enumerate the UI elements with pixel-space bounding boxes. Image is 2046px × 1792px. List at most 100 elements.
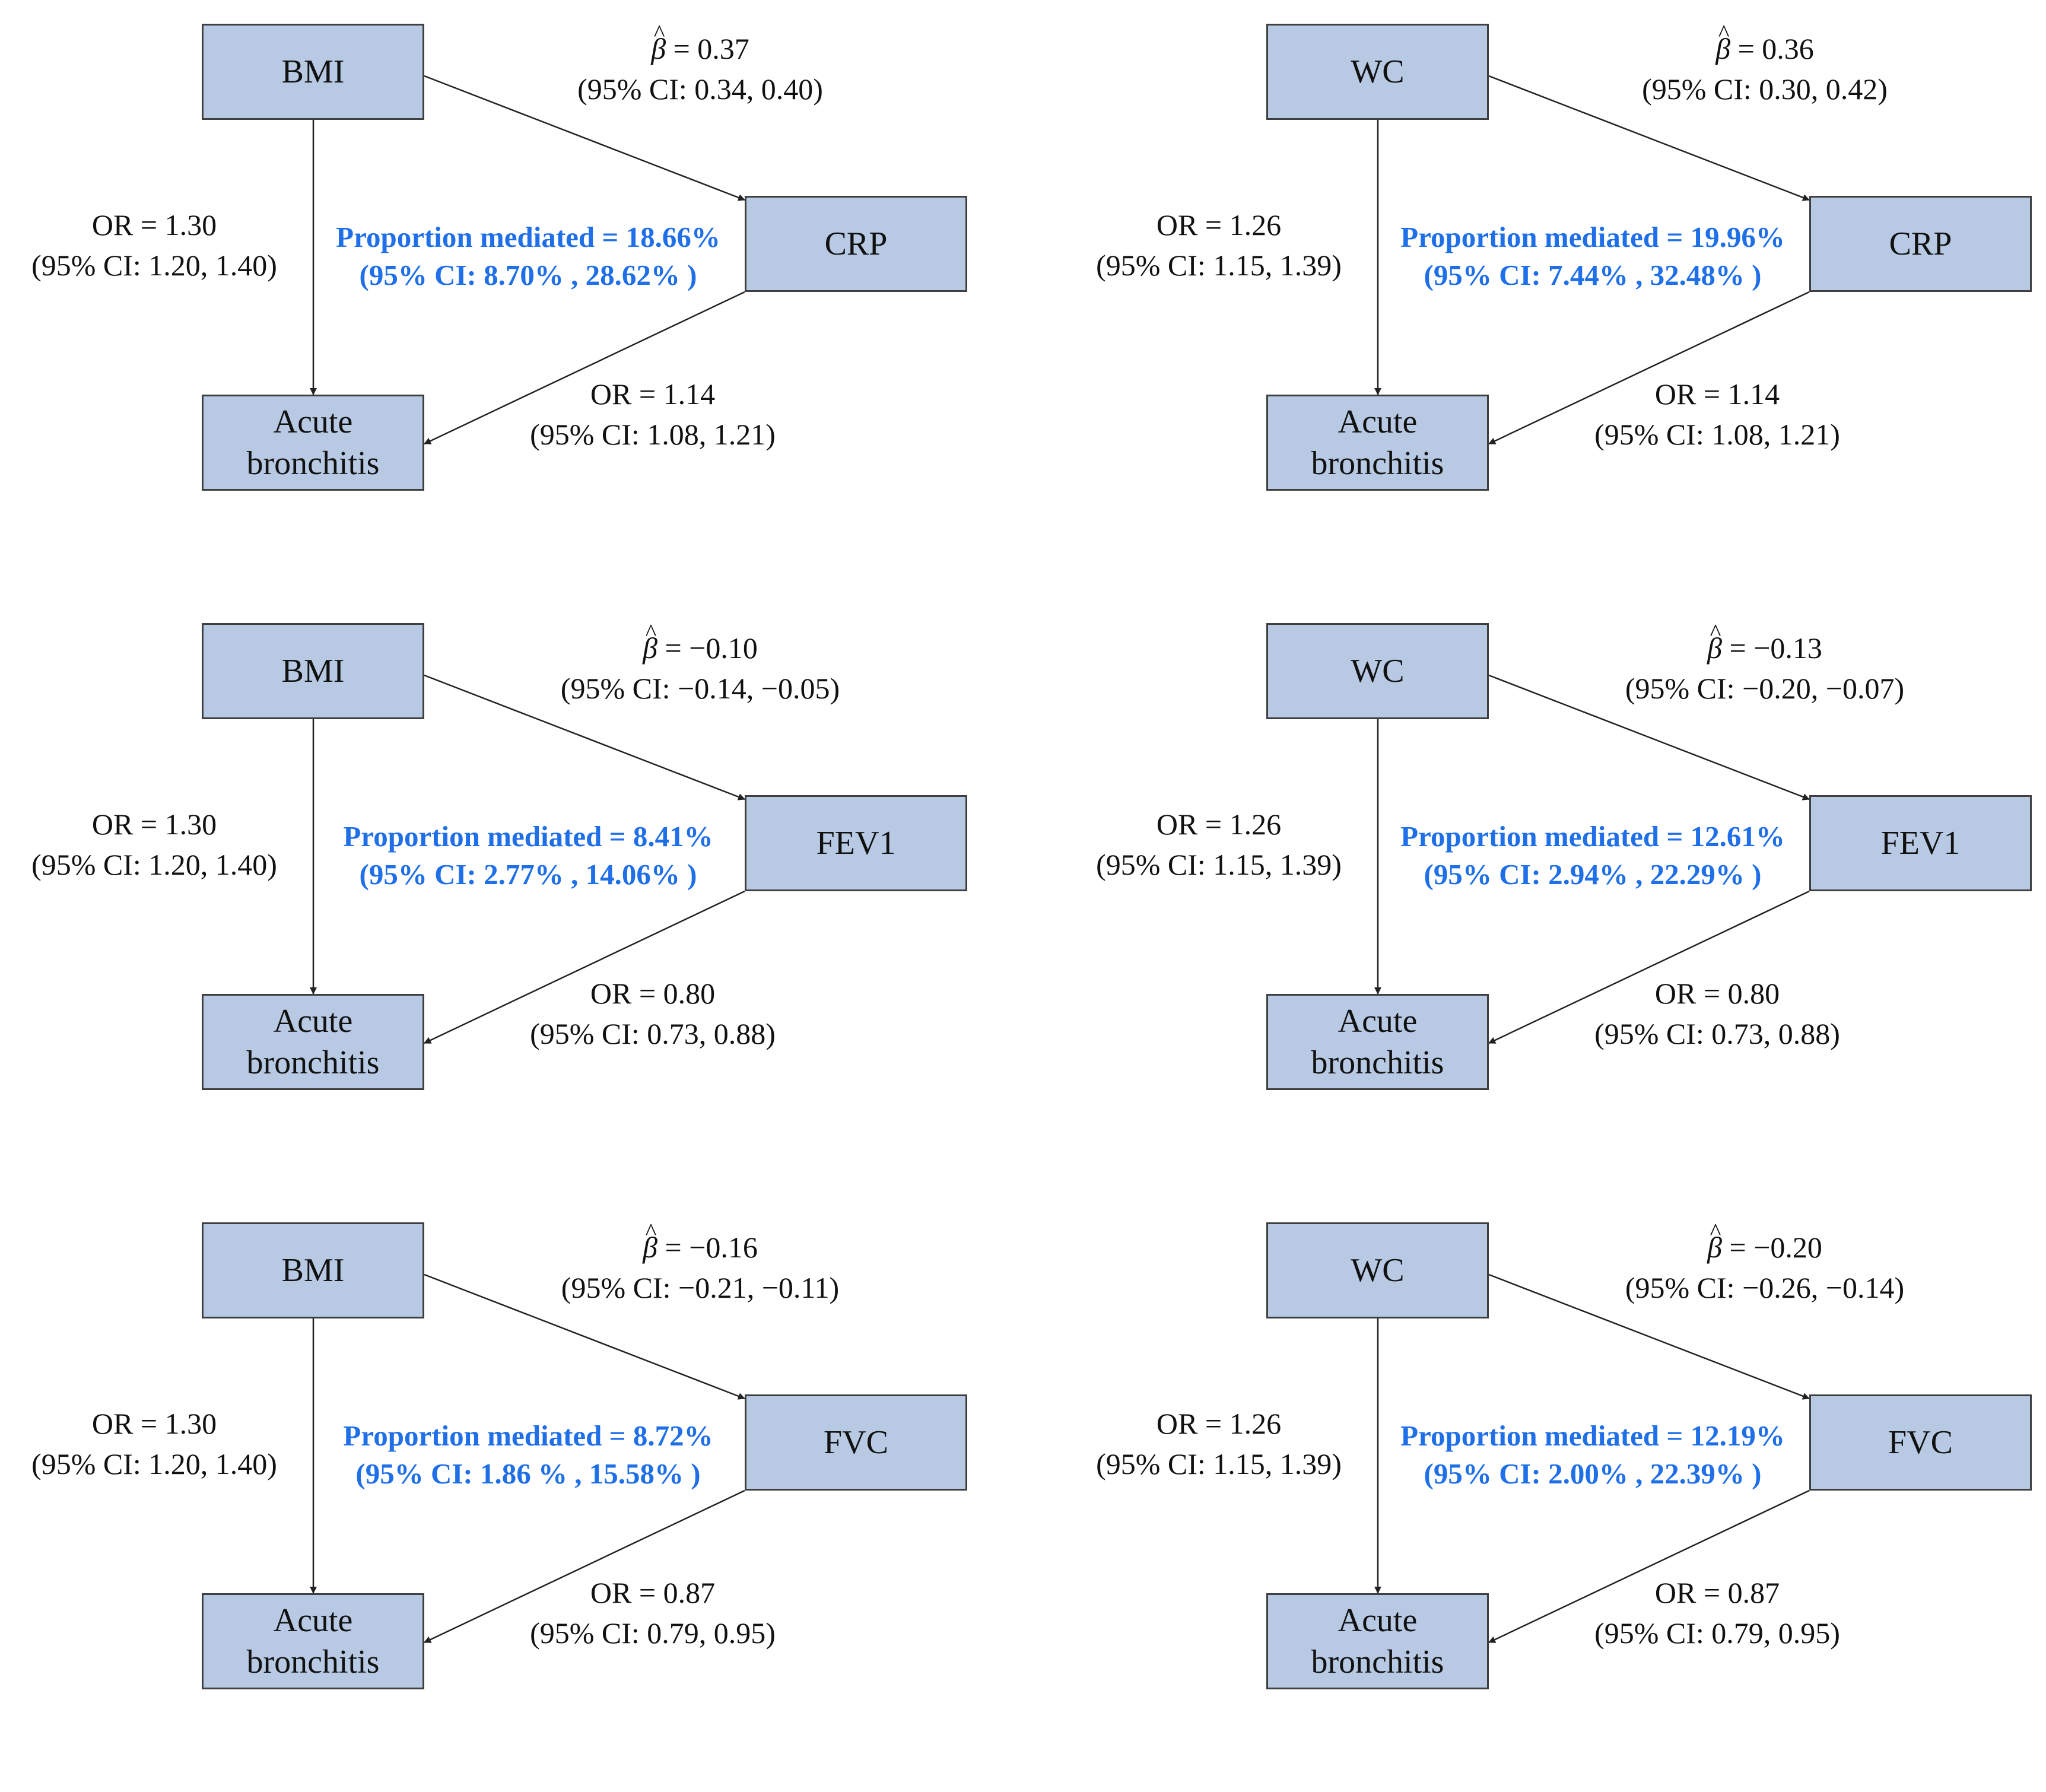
exposure-label: WC bbox=[1351, 1252, 1405, 1289]
beta-value: = −0.10 bbox=[665, 631, 758, 665]
mediator-or: OR = 1.14 bbox=[590, 377, 716, 411]
mediator-box: CRP bbox=[745, 196, 967, 292]
outcome-box: Acute bronchitis bbox=[202, 395, 424, 491]
mediator-label: CRP bbox=[1889, 225, 1952, 262]
proportion-mediated-value: Proportion mediated = 8.72% bbox=[343, 1419, 713, 1452]
beta-estimate: ^β = −0.13 bbox=[1599, 619, 1931, 668]
proportion-mediated-ci: (95% CI: 1.86 % , 15.58% ) bbox=[355, 1457, 701, 1490]
direct-or: OR = 1.30 bbox=[91, 808, 217, 841]
beta-ci: (95% CI: 0.34, 0.40) bbox=[577, 72, 823, 106]
beta-value: = 0.37 bbox=[673, 32, 749, 65]
exposure-label: BMI bbox=[281, 653, 345, 690]
exposure-label: BMI bbox=[281, 1252, 345, 1289]
outcome-label-line1: Acute bbox=[273, 1602, 353, 1639]
path-arrows bbox=[1374, 674, 1810, 1044]
proportion-mediated-ci: (95% CI: 8.70% , 28.62% ) bbox=[359, 259, 697, 291]
mediator-ci: (95% CI: 0.73, 0.88) bbox=[530, 1017, 776, 1050]
mediator-box: FEV1 bbox=[1809, 795, 2032, 891]
outcome-box: Acute bronchitis bbox=[1266, 395, 1489, 491]
mediator-ci: (95% CI: 0.79, 0.95) bbox=[530, 1616, 776, 1650]
mediator-label: FEV1 bbox=[816, 825, 896, 862]
mediator-or: OR = 0.87 bbox=[590, 1576, 716, 1609]
beta-estimate: ^β = −0.10 bbox=[534, 619, 866, 668]
mediator-box: FVC bbox=[1809, 1394, 2032, 1491]
arrow-mediator-to-outcome bbox=[424, 1489, 745, 1644]
proportion-mediated-value: Proportion mediated = 18.66% bbox=[336, 221, 720, 253]
proportion-mediated: Proportion mediated = 18.66% (95% CI: 8.… bbox=[291, 218, 765, 294]
exposure-mediator-estimate: ^β = 0.37 (95% CI: 0.34, 0.40) bbox=[534, 20, 866, 109]
mediation-panel-2: WC CRP Acute bronchitis ^β = 0.36 (95% C… bbox=[1065, 0, 2046, 593]
direct-effect-estimate: OR = 1.30 (95% CI: 1.20, 1.40) bbox=[0, 205, 309, 285]
direct-ci: (95% CI: 1.20, 1.40) bbox=[31, 249, 277, 282]
mediator-outcome-estimate: OR = 0.87 (95% CI: 0.79, 0.95) bbox=[487, 1572, 819, 1653]
arrow-exposure-to-mediator bbox=[1488, 75, 1810, 201]
mediator-or: OR = 1.14 bbox=[1654, 377, 1780, 411]
mediation-panel-1: BMI CRP Acute bronchitis ^β = 0.37 (95% … bbox=[0, 0, 1023, 593]
arrow-mediator-to-outcome bbox=[424, 291, 745, 445]
arrow-exposure-to-mediator bbox=[1488, 674, 1810, 800]
exposure-mediator-estimate: ^β = −0.13 (95% CI: −0.20, −0.07) bbox=[1599, 619, 1931, 708]
outcome-label-line2: bronchitis bbox=[246, 445, 380, 482]
beta-hat-symbol: ^β bbox=[643, 1218, 657, 1264]
beta-hat-symbol: ^β bbox=[643, 619, 657, 665]
exposure-box: WC bbox=[1266, 24, 1489, 120]
mediation-panel-6: WC FVC Acute bronchitis ^β = −0.20 (95% … bbox=[1065, 1199, 2046, 1792]
exposure-label: WC bbox=[1351, 53, 1405, 90]
direct-or: OR = 1.26 bbox=[1156, 808, 1282, 841]
outcome-label-line2: bronchitis bbox=[1311, 1044, 1444, 1081]
direct-effect-estimate: OR = 1.26 (95% CI: 1.15, 1.39) bbox=[1065, 804, 1373, 885]
path-arrows bbox=[310, 1273, 745, 1644]
exposure-box: BMI bbox=[202, 1222, 424, 1318]
arrow-mediator-to-outcome bbox=[1488, 291, 1810, 445]
arrow-exposure-to-mediator bbox=[424, 674, 745, 800]
proportion-mediated-value: Proportion mediated = 12.61% bbox=[1400, 820, 1785, 853]
direct-effect-estimate: OR = 1.30 (95% CI: 1.20, 1.40) bbox=[0, 804, 309, 885]
outcome-box: Acute bronchitis bbox=[202, 994, 424, 1090]
direct-or: OR = 1.30 bbox=[91, 1407, 217, 1440]
mediator-ci: (95% CI: 0.79, 0.95) bbox=[1594, 1616, 1840, 1650]
mediator-ci: (95% CI: 1.08, 1.21) bbox=[530, 418, 776, 451]
beta-hat-symbol: ^β bbox=[1707, 1218, 1722, 1264]
beta-estimate: ^β = −0.20 bbox=[1599, 1218, 1931, 1267]
path-arrows bbox=[1374, 75, 1810, 445]
outcome-label-line1: Acute bbox=[1337, 1003, 1418, 1040]
proportion-mediated: Proportion mediated = 12.19% (95% CI: 2.… bbox=[1355, 1417, 1830, 1493]
outcome-label-line2: bronchitis bbox=[246, 1644, 380, 1680]
direct-ci: (95% CI: 1.20, 1.40) bbox=[31, 1447, 277, 1480]
outcome-label-line1: Acute bbox=[1337, 403, 1418, 440]
proportion-mediated-value: Proportion mediated = 8.41% bbox=[343, 820, 713, 853]
exposure-label: WC bbox=[1351, 653, 1405, 690]
mediation-panel-3: BMI FEV1 Acute bronchitis ^β = −0.10 (95… bbox=[0, 599, 1023, 1193]
proportion-mediated: Proportion mediated = 12.61% (95% CI: 2.… bbox=[1355, 818, 1830, 894]
mediator-or: OR = 0.80 bbox=[1654, 977, 1780, 1010]
mediator-box: FEV1 bbox=[745, 795, 967, 891]
mediator-outcome-estimate: OR = 0.87 (95% CI: 0.79, 0.95) bbox=[1551, 1572, 1883, 1653]
beta-hat-symbol: ^β bbox=[1707, 619, 1722, 665]
mediation-panel-5: BMI FVC Acute bronchitis ^β = −0.16 (95%… bbox=[0, 1199, 1023, 1792]
beta-estimate: ^β = 0.36 bbox=[1599, 20, 1931, 69]
outcome-label-line1: Acute bbox=[273, 1003, 353, 1040]
beta-ci: (95% CI: 0.30, 0.42) bbox=[1642, 72, 1888, 106]
direct-effect-estimate: OR = 1.26 (95% CI: 1.15, 1.39) bbox=[1065, 205, 1373, 285]
beta-value: = 0.36 bbox=[1737, 32, 1814, 65]
mediation-panel-4: WC FEV1 Acute bronchitis ^β = −0.13 (95%… bbox=[1065, 599, 2046, 1193]
mediator-label: FVC bbox=[1888, 1424, 1953, 1461]
outcome-label-line1: Acute bbox=[273, 403, 353, 440]
beta-value: = −0.16 bbox=[665, 1231, 758, 1264]
direct-ci: (95% CI: 1.15, 1.39) bbox=[1096, 249, 1342, 282]
beta-estimate: ^β = −0.16 bbox=[534, 1218, 866, 1267]
outcome-box: Acute bronchitis bbox=[1266, 1593, 1489, 1689]
direct-ci: (95% CI: 1.20, 1.40) bbox=[31, 848, 277, 881]
mediation-diagram-grid: BMI CRP Acute bronchitis ^β = 0.37 (95% … bbox=[0, 0, 2046, 1689]
mediator-label: FEV1 bbox=[1880, 825, 1961, 862]
exposure-box: WC bbox=[1266, 623, 1489, 719]
outcome-box: Acute bronchitis bbox=[202, 1593, 424, 1689]
path-arrows bbox=[310, 75, 745, 445]
mediator-or: OR = 0.87 bbox=[1654, 1576, 1780, 1609]
arrow-exposure-to-mediator bbox=[424, 75, 745, 201]
mediator-box: FVC bbox=[745, 1394, 967, 1491]
beta-value: = −0.13 bbox=[1729, 631, 1822, 665]
direct-effect-estimate: OR = 1.26 (95% CI: 1.15, 1.39) bbox=[1065, 1403, 1373, 1484]
outcome-box: Acute bronchitis bbox=[1266, 994, 1489, 1090]
mediator-outcome-estimate: OR = 1.14 (95% CI: 1.08, 1.21) bbox=[1551, 374, 1883, 455]
